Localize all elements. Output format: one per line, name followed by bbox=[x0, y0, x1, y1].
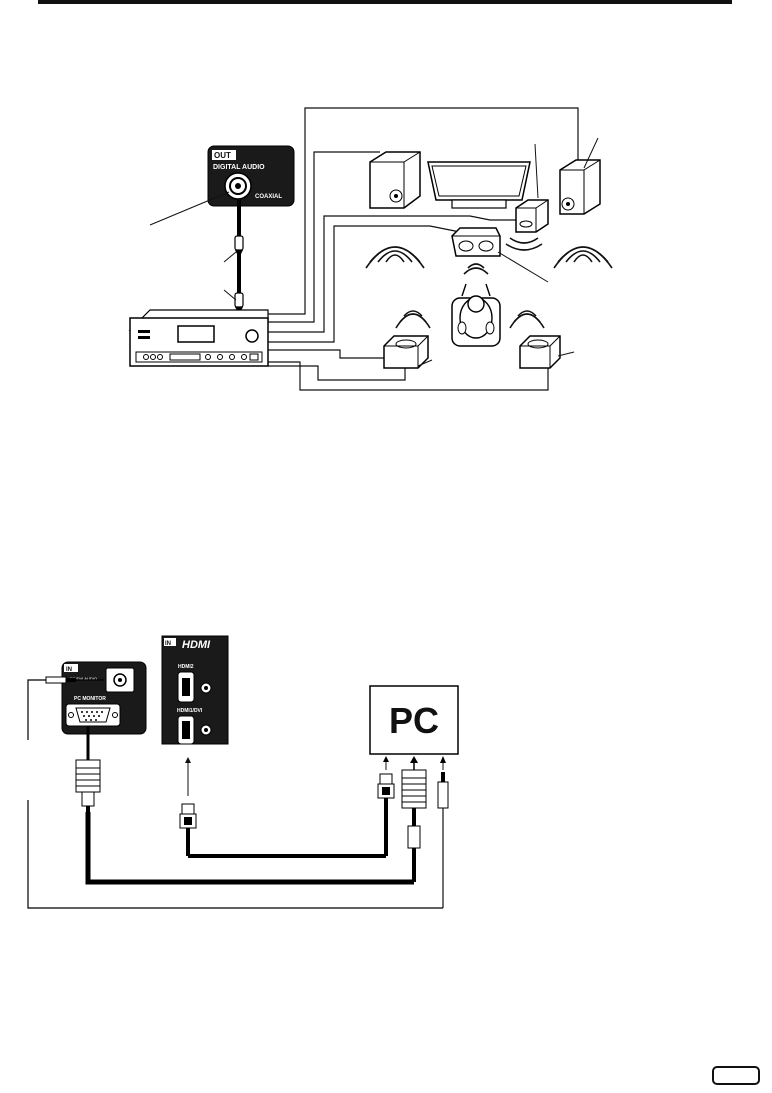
pc-label: PC bbox=[389, 700, 439, 741]
hdmi1-label: HDMI1/DVI bbox=[177, 708, 203, 714]
page-number-badge bbox=[712, 1066, 760, 1085]
hdmi-in-label: IN bbox=[165, 641, 171, 647]
rear-right-speaker-icon bbox=[519, 335, 575, 369]
out-label: OUT bbox=[214, 151, 231, 160]
av-receiver-icon bbox=[128, 309, 269, 367]
pc-cables bbox=[27, 679, 443, 909]
audio-plug-pc-icon bbox=[437, 756, 449, 908]
coaxial-label: COAXIAL bbox=[255, 194, 282, 200]
hdmi-connector-tv-icon bbox=[179, 757, 197, 856]
sound-waves bbox=[365, 237, 613, 329]
audio-jack-label: PC/DVI AUDIO bbox=[70, 676, 97, 681]
rear-left-speaker-icon bbox=[383, 335, 433, 369]
subwoofer-icon bbox=[515, 143, 549, 233]
hdmi-panel: IN HDMI HDMI2 HDMI1/DVI bbox=[161, 635, 229, 745]
coaxial-cable-icon bbox=[223, 200, 244, 318]
pc-monitor-panel: IN PC/DVI AUDIO PC MONITOR bbox=[61, 661, 147, 735]
front-right-speaker-icon bbox=[559, 137, 601, 215]
callout-line bbox=[149, 191, 230, 226]
vga-connector-tv-icon bbox=[75, 726, 101, 812]
hdmi-connector-pc-icon bbox=[377, 756, 395, 856]
coaxial-out-panel: OUT DIGITAL AUDIO COAXIAL bbox=[207, 145, 295, 207]
speaker-wires bbox=[268, 107, 579, 391]
vga-connector-pc-icon bbox=[401, 756, 427, 882]
pc-connection-diagram: IN PC/DVI AUDIO PC MONITOR bbox=[27, 635, 459, 909]
hdmi2-label: HDMI2 bbox=[178, 664, 194, 670]
listener-icon bbox=[451, 283, 501, 347]
pc-monitor-label: PC MONITOR bbox=[74, 696, 106, 702]
digital-audio-label: DIGITAL AUDIO bbox=[213, 164, 265, 171]
top-rule bbox=[38, 0, 732, 4]
tv-icon bbox=[427, 161, 531, 209]
surround-diagram: OUT DIGITAL AUDIO COAXIAL bbox=[128, 107, 613, 391]
hdmi-logo: HDMI bbox=[182, 639, 211, 651]
front-left-speaker-icon bbox=[369, 151, 421, 209]
tv-in-label: IN bbox=[66, 667, 72, 673]
vga-port-icon bbox=[75, 707, 111, 723]
center-speaker-icon bbox=[451, 227, 549, 283]
pc-box: PC bbox=[369, 685, 459, 755]
